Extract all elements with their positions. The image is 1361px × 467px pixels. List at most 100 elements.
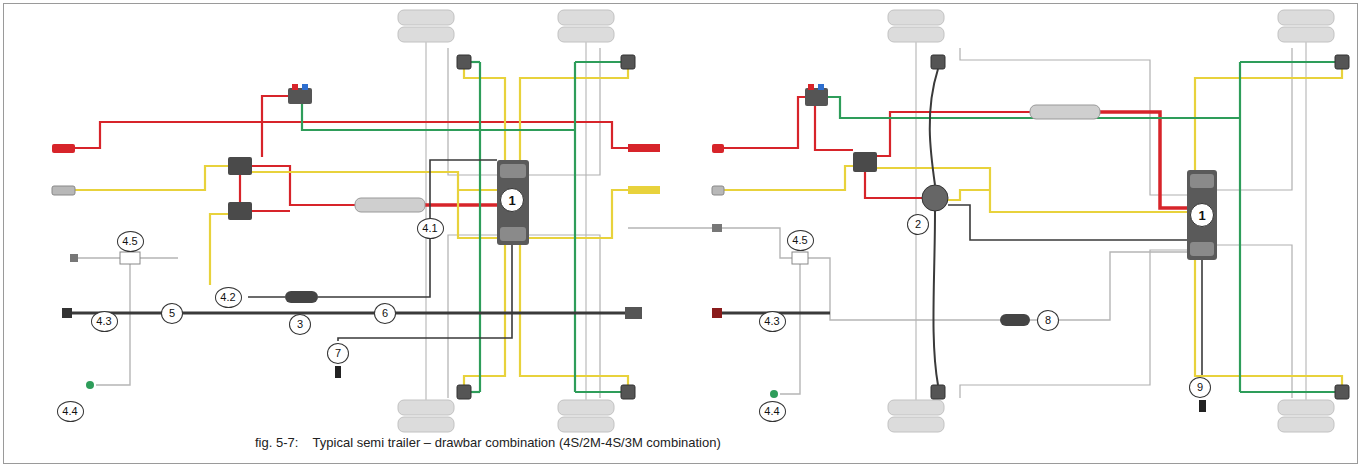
tyre xyxy=(398,417,454,432)
cable xyxy=(628,227,712,228)
air-line xyxy=(1195,69,1342,170)
callout-circle: 4.3 xyxy=(759,311,786,332)
air-line xyxy=(471,61,480,63)
valve-knob xyxy=(302,84,308,90)
electric-cables xyxy=(70,69,1202,385)
callout-number: 2 xyxy=(915,219,921,230)
callout-number: 4.2 xyxy=(220,292,235,303)
modulator-part xyxy=(500,164,526,178)
callout-circle: 8 xyxy=(1037,310,1059,331)
tyre xyxy=(398,27,454,42)
tyre xyxy=(888,417,944,432)
air-line xyxy=(1239,62,1241,392)
spring-brake-lines xyxy=(302,62,1335,392)
wheels xyxy=(398,10,1334,432)
socket-dot xyxy=(770,390,778,398)
air-line xyxy=(575,61,621,63)
valve-knob xyxy=(808,84,814,90)
air-line xyxy=(1240,61,1335,63)
cable-connector xyxy=(1000,314,1030,326)
sensor-cable xyxy=(529,48,600,175)
tyre xyxy=(1278,10,1334,25)
valve xyxy=(228,157,252,175)
air-line xyxy=(948,190,990,200)
figure-caption: fig. 5-7: Typical semi trailer – drawbar… xyxy=(255,435,721,450)
modulator-part xyxy=(1190,174,1214,188)
tyre xyxy=(398,400,454,415)
socket-box xyxy=(120,252,140,264)
coupling-head xyxy=(52,144,75,153)
air-line xyxy=(464,69,505,160)
air-line xyxy=(828,97,1240,118)
air-line xyxy=(1100,112,1187,208)
tyre xyxy=(558,10,614,25)
callout-number: 4.1 xyxy=(422,223,437,234)
callout-circle: 4.5 xyxy=(787,230,814,251)
callout-number: 1 xyxy=(508,194,515,207)
air-reservoir xyxy=(1030,105,1100,119)
air-reservoir xyxy=(355,198,425,212)
sensor-cable xyxy=(960,48,1187,195)
coupling-head xyxy=(712,186,724,195)
plug xyxy=(70,254,78,262)
callout-number: 4.5 xyxy=(792,235,807,246)
supply-lines xyxy=(75,96,1187,211)
callout-number: 4.4 xyxy=(764,406,779,417)
cable xyxy=(780,264,800,394)
cable xyxy=(1201,260,1203,375)
callout-circle: 4.2 xyxy=(215,287,242,308)
callout-circle: 4.3 xyxy=(91,311,118,332)
connector xyxy=(625,307,642,319)
sensor-cable xyxy=(448,48,497,175)
callout-number: 7 xyxy=(335,348,341,359)
load-valve xyxy=(922,185,948,211)
brake-line xyxy=(930,69,938,185)
hose xyxy=(628,186,660,194)
brake-chamber xyxy=(1335,385,1349,399)
control-lines xyxy=(75,69,1342,385)
plug xyxy=(62,308,72,318)
callout-circle: 6 xyxy=(374,303,396,324)
brake-chamber xyxy=(1335,55,1349,69)
callout-circle: 1 xyxy=(500,188,524,212)
axle-line xyxy=(585,42,587,400)
air-line xyxy=(458,189,497,191)
coupling-head xyxy=(52,186,75,195)
tyre xyxy=(888,400,944,415)
air-line xyxy=(877,168,1187,212)
air-line xyxy=(574,62,576,392)
callout-circle: 2 xyxy=(907,214,929,235)
callout-number: 9 xyxy=(1197,382,1203,393)
hose xyxy=(628,144,660,152)
cable xyxy=(808,258,1000,320)
callout-circle: 4.1 xyxy=(417,218,444,239)
air-line xyxy=(815,106,853,150)
air-line xyxy=(1240,391,1335,393)
air-line xyxy=(575,391,621,393)
callout-number: 4.4 xyxy=(62,406,77,417)
axles xyxy=(426,42,1306,400)
socket-dot xyxy=(86,381,94,389)
sensor-cables xyxy=(448,48,1292,398)
air-line xyxy=(75,166,228,190)
valve xyxy=(288,88,312,104)
callout-number: 3 xyxy=(297,319,303,330)
callout-circle: 5 xyxy=(161,303,183,324)
callout-circle: 1 xyxy=(1190,203,1214,227)
tyre xyxy=(1278,400,1334,415)
air-line xyxy=(302,100,575,130)
tyre xyxy=(888,10,944,25)
cable xyxy=(948,205,1187,240)
callout-number: 4.3 xyxy=(764,316,779,327)
tyre xyxy=(398,10,454,25)
cable xyxy=(722,228,792,258)
modulator-ecu xyxy=(497,160,529,245)
cable xyxy=(318,160,497,297)
air-line xyxy=(722,97,805,148)
air-line xyxy=(865,172,922,198)
callout-circle: 9 xyxy=(1189,377,1211,398)
air-line xyxy=(252,172,628,238)
callout-number: 8 xyxy=(1045,315,1051,326)
